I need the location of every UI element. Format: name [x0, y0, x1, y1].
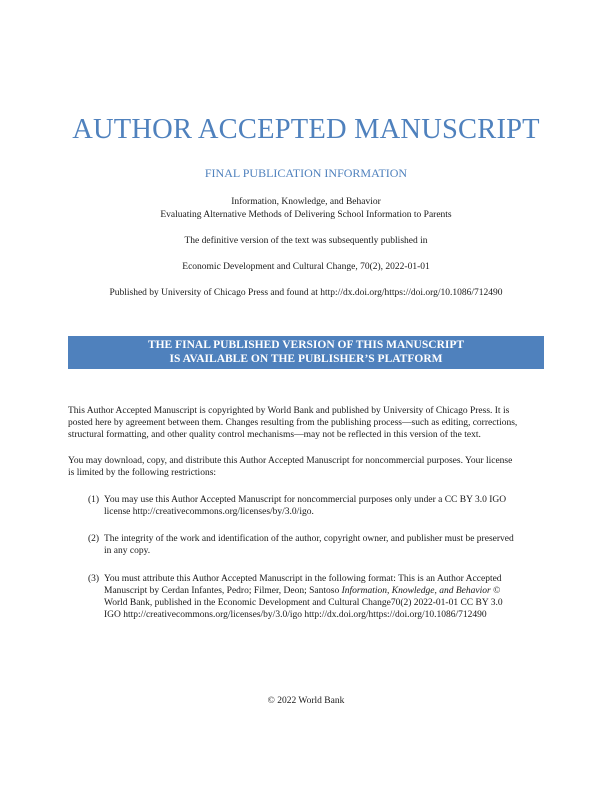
- copyright-paragraph: This Author Accepted Manuscript is copyr…: [68, 405, 546, 441]
- restriction-text-line: The integrity of the work and identifica…: [104, 534, 514, 544]
- restriction-number: (3): [88, 574, 100, 584]
- attribution-title: Information, Knowledge, and Behavior: [341, 586, 491, 596]
- restriction-number: (2): [88, 534, 100, 544]
- publisher-platform-banner: THE FINAL PUBLISHED VERSION OF THIS MANU…: [68, 336, 544, 369]
- copyright-paragraph-line: This Author Accepted Manuscript is copyr…: [68, 406, 510, 416]
- restriction-text-line: IGO http://creativecommons.org/licenses/…: [104, 610, 487, 620]
- publisher-doi-line: Published by University of Chicago Press…: [109, 288, 503, 298]
- restriction-number: (1): [88, 495, 100, 505]
- restriction-item-3: (3) You must attribute this Author Accep…: [88, 573, 544, 621]
- copyright-paragraph-line: structural formatting, and other quality…: [68, 430, 481, 440]
- page-title: AUTHOR ACCEPTED MANUSCRIPT: [72, 114, 540, 145]
- restriction-text-line: You may use this Author Accepted Manuscr…: [104, 495, 507, 505]
- restriction-text-line: license http://creativecommons.org/licen…: [104, 507, 314, 517]
- license-paragraph: You may download, copy, and distribute t…: [68, 455, 546, 479]
- banner-line-2: IS AVAILABLE ON THE PUBLISHER’S PLATFORM: [169, 353, 443, 365]
- license-paragraph-line: You may download, copy, and distribute t…: [68, 456, 513, 466]
- publication-title-line-2: Evaluating Alternative Methods of Delive…: [160, 210, 452, 220]
- attribution-copyright-mark: ©: [490, 586, 501, 596]
- copyright-footer: © 2022 World Bank: [267, 696, 345, 706]
- banner-line-1: THE FINAL PUBLISHED VERSION OF THIS MANU…: [147, 339, 465, 351]
- license-paragraph-line: is limited by the following restrictions…: [68, 468, 217, 478]
- restriction-text-line: in any copy.: [104, 546, 151, 556]
- definitive-version-note: The definitive version of the text was s…: [184, 236, 428, 246]
- attribution-authors: Manuscript by Cerdan Infantes, Pedro; Fi…: [104, 586, 342, 596]
- final-publication-heading: FINAL PUBLICATION INFORMATION: [204, 166, 408, 180]
- restriction-text-line: You must attribute this Author Accepted …: [104, 574, 502, 584]
- copyright-paragraph-line: posted here by agreement between them. C…: [68, 418, 518, 428]
- journal-citation: Economic Development and Cultural Change…: [182, 262, 430, 272]
- restriction-item-2: (2) The integrity of the work and identi…: [88, 533, 544, 557]
- publication-title-line-1: Information, Knowledge, and Behavior: [231, 197, 381, 207]
- restriction-text-line: World Bank, published in the Economic De…: [104, 598, 503, 608]
- restriction-text-line: Manuscript by Cerdan Infantes, Pedro; Fi…: [104, 585, 544, 597]
- restriction-item-1: (1) You may use this Author Accepted Man…: [88, 494, 544, 518]
